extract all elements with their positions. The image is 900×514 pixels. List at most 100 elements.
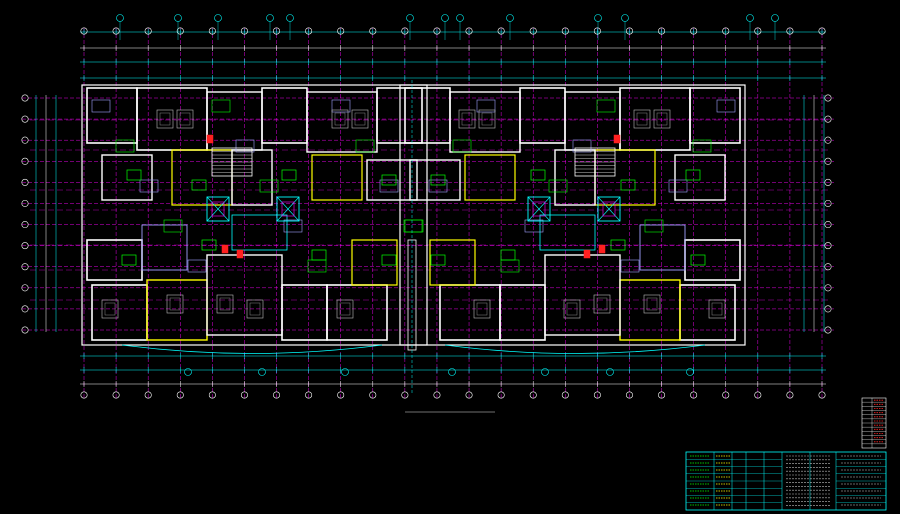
- grid-bubble-icon: [754, 27, 762, 35]
- furniture-item-detail: [219, 297, 231, 311]
- grid-bubble-icon: [593, 391, 601, 399]
- grid-bubble-icon: [529, 391, 537, 399]
- partition-detail: [572, 139, 592, 153]
- plumbing-fixture: [530, 169, 546, 181]
- grid-bubble-icon: [824, 115, 832, 123]
- room-wall-secondary: [464, 154, 516, 201]
- room-wall-secondary: [639, 224, 686, 271]
- grid-bubble-icon: [401, 27, 409, 35]
- partition-detail: [283, 219, 303, 233]
- partition-detail: [139, 179, 159, 193]
- furniture-item: [176, 109, 194, 129]
- plumbing-fixture: [430, 254, 446, 266]
- grid-bubble-icon: [112, 391, 120, 399]
- elevator-icon: [276, 196, 300, 222]
- grid-bubble-icon: [824, 199, 832, 207]
- furniture-item-detail: [596, 297, 608, 311]
- grid-bubble-icon: [824, 157, 832, 165]
- partition-detail: [524, 219, 544, 233]
- grid-bubble-icon: [786, 27, 794, 35]
- grid-bubble-icon: [369, 27, 377, 35]
- plumbing-fixture: [620, 179, 636, 191]
- furniture-item: [478, 109, 496, 129]
- grid-bubble-icon: [625, 391, 633, 399]
- furniture-item: [643, 294, 661, 314]
- grid-bubble-icon: [497, 391, 505, 399]
- partition-detail: [187, 259, 207, 273]
- partition-detail: [91, 99, 111, 113]
- plumbing-fixture: [121, 254, 137, 266]
- plumbing-fixture: [381, 174, 397, 186]
- grid-bubble-icon: [824, 94, 832, 102]
- grid-bubble-icon: [818, 391, 826, 399]
- building-outline: [399, 84, 746, 346]
- furniture-item-detail: [461, 112, 473, 126]
- furniture-item-detail: [711, 302, 723, 316]
- partition-detail: [476, 99, 496, 113]
- grid-bubble-icon: [690, 27, 698, 35]
- grid-bubbles: [21, 14, 832, 399]
- elevator-car: [532, 201, 546, 217]
- partition-detail: [668, 179, 688, 193]
- furniture-item: [653, 109, 671, 129]
- dimension-lines: [35, 29, 826, 387]
- furniture-item: [351, 109, 369, 129]
- grid-bubble-icon: [144, 391, 152, 399]
- grid-bubble-icon: [337, 27, 345, 35]
- grid-bubble-icon: [824, 263, 832, 271]
- grid-bubble-icon: [754, 391, 762, 399]
- elevator-car: [602, 201, 616, 217]
- partition-detail: [644, 219, 664, 233]
- plumbing-fixture: [381, 254, 397, 266]
- elevator-icon: [597, 196, 621, 222]
- furniture-item-detail: [476, 302, 488, 316]
- grid-bubble-icon: [722, 27, 730, 35]
- furniture-item: [563, 299, 581, 319]
- grid-bubble-icon: [824, 242, 832, 250]
- grid-bubble-icon: [824, 221, 832, 229]
- grid-bubble-icon: [176, 27, 184, 35]
- plumbing-fixture: [191, 179, 207, 191]
- partition-detail: [404, 219, 424, 233]
- partition-detail: [548, 179, 568, 193]
- elevator-cross: [276, 196, 300, 222]
- callout-bubble-icon: [606, 368, 614, 376]
- balcony-outline: [121, 344, 383, 354]
- grid-bubble-icon: [208, 391, 216, 399]
- plumbing-fixture: [430, 174, 446, 186]
- furniture-item-detail: [481, 112, 493, 126]
- grid-bubble-icon: [561, 391, 569, 399]
- plumbing-fixture: [126, 169, 142, 181]
- building-outline: [81, 84, 428, 346]
- furniture-item-detail: [334, 112, 346, 126]
- column-icon: [613, 134, 621, 144]
- grid-bubble-icon: [208, 27, 216, 35]
- grid-bubble-icon: [112, 27, 120, 35]
- plumbing-fixture: [610, 239, 626, 251]
- grid-bubble-icon: [144, 27, 152, 35]
- furniture-item: [708, 299, 726, 319]
- grid-bubble-icon: [273, 391, 281, 399]
- partition-detail: [331, 99, 351, 113]
- furniture-item-detail: [339, 302, 351, 316]
- partition-detail: [620, 259, 640, 273]
- partition-detail: [379, 179, 399, 193]
- plumbing-fixture: [201, 239, 217, 251]
- furniture-item-detail: [179, 112, 191, 126]
- partition-detail: [716, 99, 736, 113]
- grid-bubble-icon: [824, 326, 832, 334]
- grid-bubble-icon: [337, 391, 345, 399]
- grid-bubble-icon: [625, 27, 633, 35]
- room-wall: [366, 159, 418, 201]
- partition-detail: [452, 139, 472, 153]
- grid-bubble-icon: [21, 305, 29, 313]
- corridor-outline: [231, 214, 288, 251]
- furniture-item: [458, 109, 476, 129]
- partition-detail: [235, 139, 255, 153]
- furniture-item-detail: [636, 112, 648, 126]
- plumbing-fixture: [311, 249, 327, 261]
- grid-bubble-icon: [593, 27, 601, 35]
- grid-bubble-icon: [722, 391, 730, 399]
